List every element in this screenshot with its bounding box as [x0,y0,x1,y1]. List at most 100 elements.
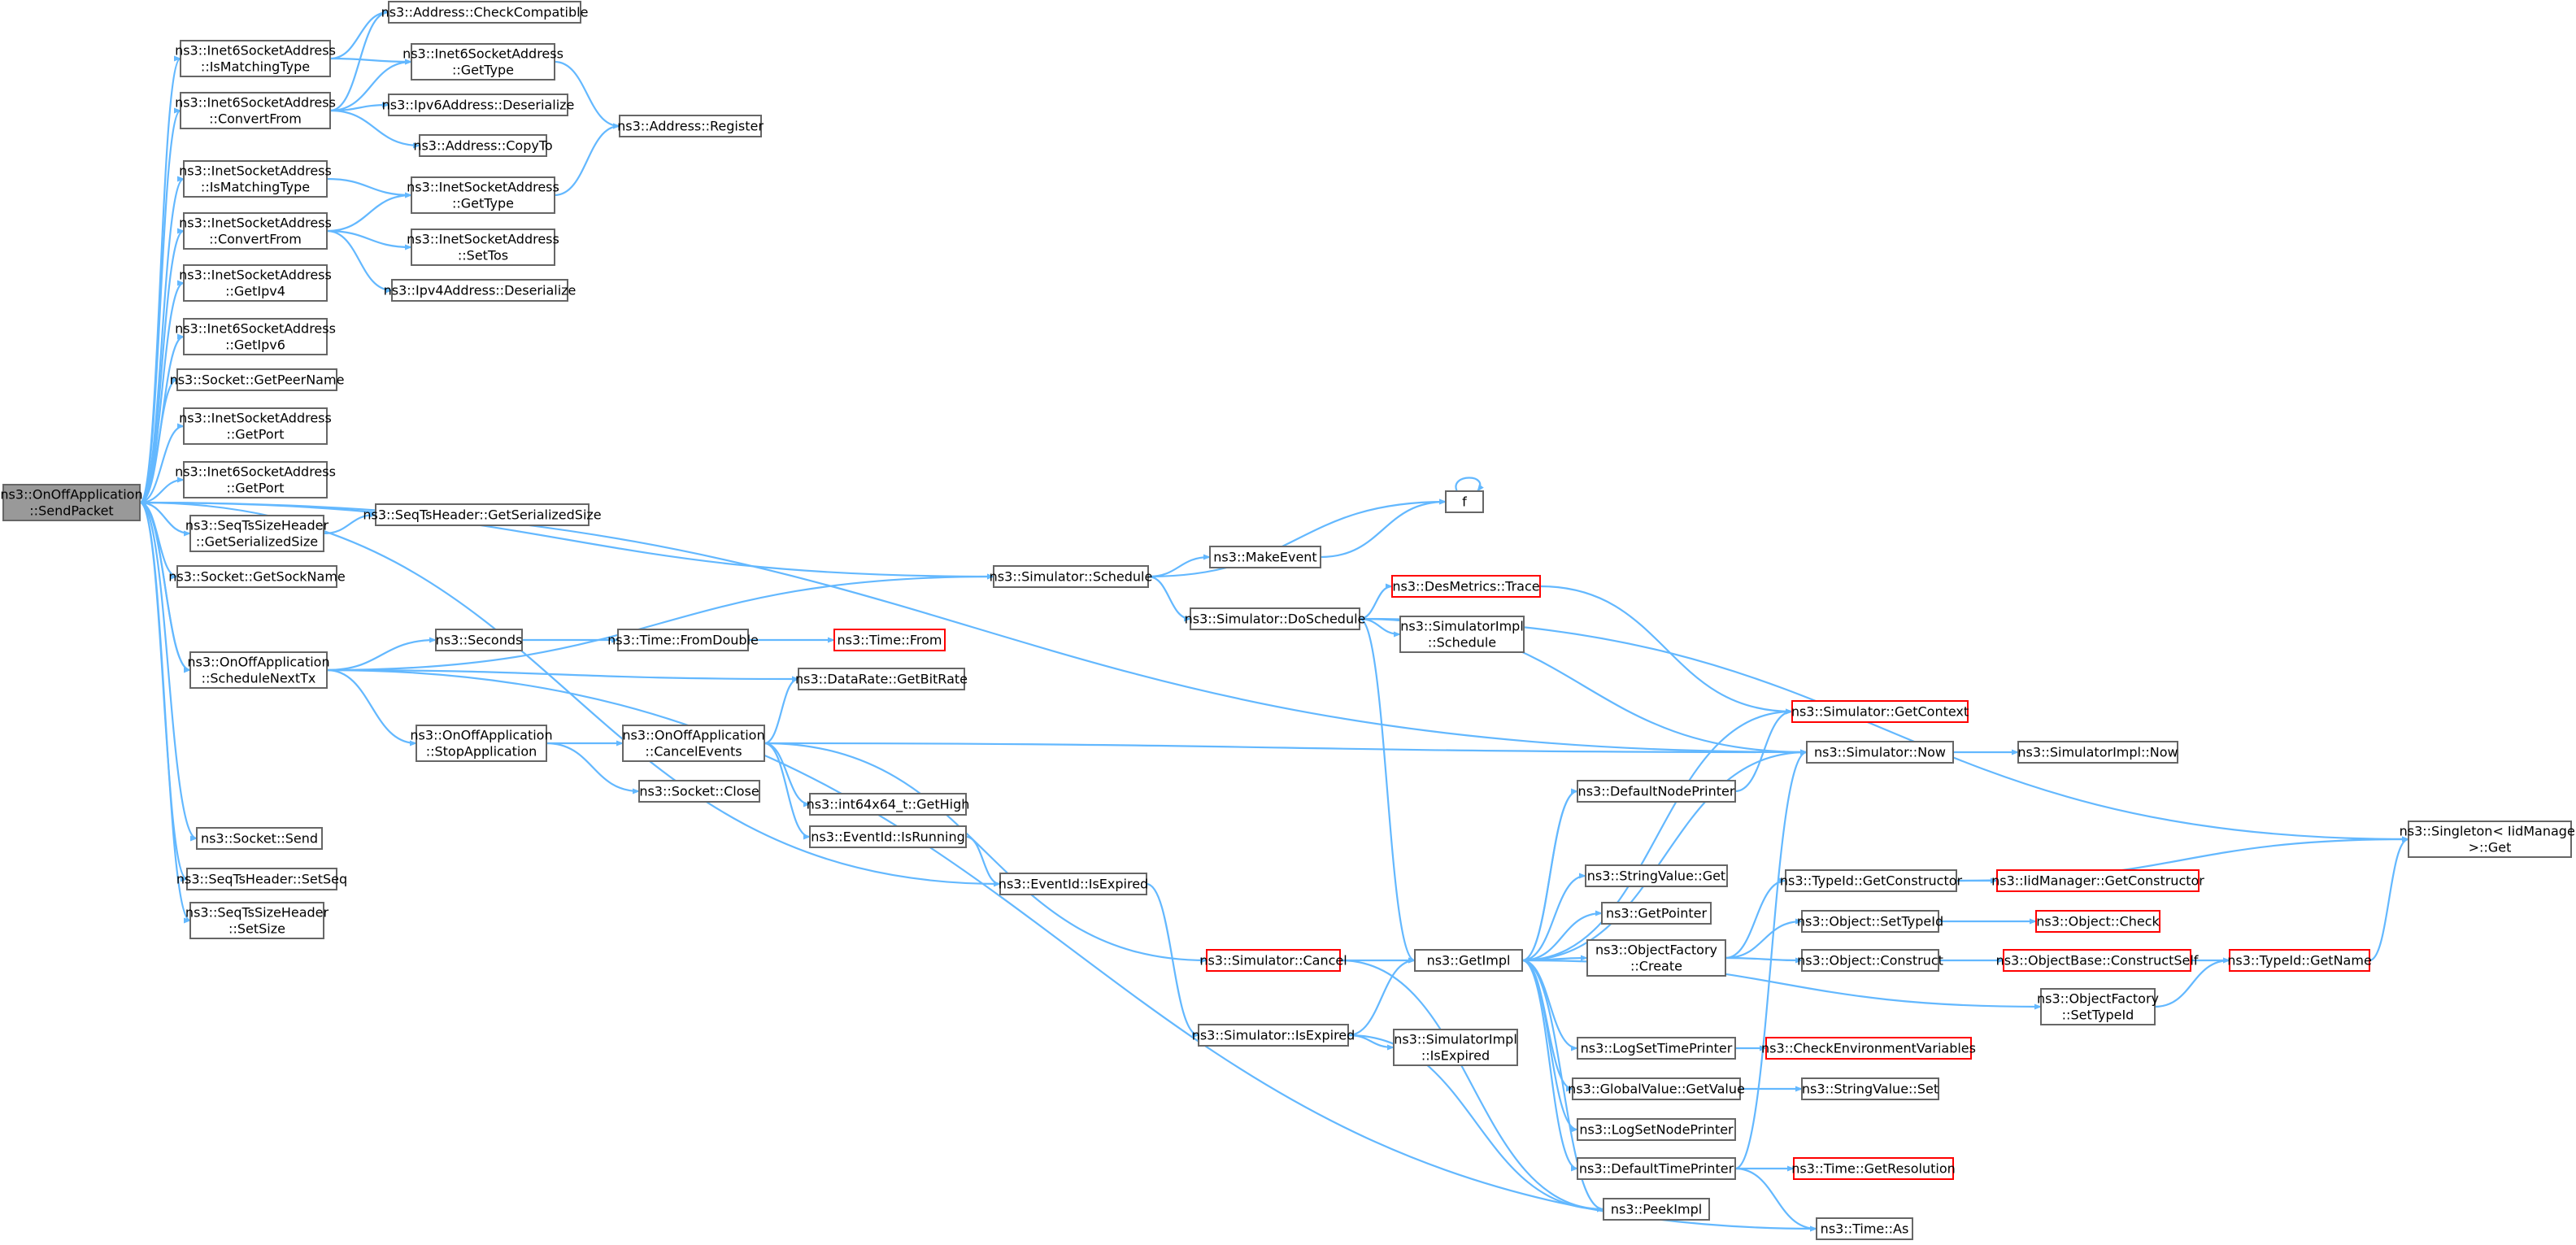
node-label: ns3::Address::CopyTo [413,138,552,154]
node-stringvalue_set[interactable]: ns3::StringValue::Set [1801,1077,1939,1100]
node-box [1399,616,1525,653]
node-box [809,825,967,848]
node-peekimpl[interactable]: ns3::PeekImpl [1603,1198,1710,1221]
node-getpointer[interactable]: ns3::GetPointer [1601,902,1712,925]
node-box [1785,869,1957,892]
node-time_fromdouble[interactable]: ns3::Time::FromDouble [607,629,759,651]
node-seqts_getsize[interactable]: ns3::SeqTsSizeHeader::GetSerializedSize [185,515,329,552]
node-obj_check[interactable]: ns3::Object::Check [2035,910,2160,933]
node-inet_settos[interactable]: ns3::InetSocketAddress::SetTos [407,229,559,266]
node-label: ns3::GlobalValue::GetValue [1568,1082,1745,1097]
node-inet6_gettype[interactable]: ns3::Inet6SocketAddress::GetType [402,43,564,81]
node-objfactory_create[interactable]: ns3::ObjectFactory::Create [1586,939,1726,977]
node-label: ns3::Object::Check [2036,914,2160,929]
node-time_from[interactable]: ns3::Time::From [833,629,946,651]
edge-deftimeprinter-to-time_as [1734,1167,1817,1232]
node-box [391,279,568,302]
node-inet6_convert[interactable]: ns3::Inet6SocketAddress::ConvertFrom [175,92,336,129]
node-addr_checkcompat[interactable]: ns3::Address::CheckCompatible [381,1,589,24]
node-time_getresolution[interactable]: ns3::Time::GetResolution [1791,1157,1956,1180]
node-inet6_ismatch[interactable]: ns3::Inet6SocketAddress::IsMatchingType [175,40,336,77]
node-seqts_setseq[interactable]: ns3::SeqTsHeader::SetSeq [176,868,347,890]
node-label: ns3::IidManager::GetConstructor [1991,873,2204,889]
node-label: ns3::Inet6SocketAddress [175,464,336,480]
node-addr_copyto[interactable]: ns3::Address::CopyTo [413,134,553,157]
node-inet6_getport[interactable]: ns3::Inet6SocketAddress::GetPort [175,461,336,498]
node-globalvalue_getvalue[interactable]: ns3::GlobalValue::GetValue [1568,1077,1745,1100]
node-sim_doschedule[interactable]: ns3::Simulator::DoSchedule [1185,607,1366,630]
node-box [1206,949,1341,972]
node-eventid_isexpired[interactable]: ns3::EventId::IsExpired [999,873,1148,895]
node-eventid_isrunning[interactable]: ns3::EventId::IsRunning [809,825,967,848]
node-logsettimeprinter[interactable]: ns3::LogSetTimePrinter [1577,1037,1736,1060]
node-stringvalue_get[interactable]: ns3::StringValue::Get [1585,864,1728,887]
node-simimpl_schedule[interactable]: ns3::SimulatorImpl::Schedule [1399,616,1525,653]
node-sim_schedule[interactable]: ns3::Simulator::Schedule [990,565,1153,588]
node-typeid_getctor[interactable]: ns3::TypeId::GetConstructor [1780,869,1963,892]
node-label: ::ConvertFrom [209,111,302,127]
node-int64_gethigh[interactable]: ns3::int64x64_t::GetHigh [807,793,970,816]
node-box [419,134,547,157]
node-label: ns3::Simulator::DoSchedule [1185,612,1366,627]
node-datarate[interactable]: ns3::DataRate::GetBitRate [795,668,968,690]
node-sim_now[interactable]: ns3::Simulator::Now [1806,741,1954,764]
node-desmetrics[interactable]: ns3::DesMetrics::Trace [1391,575,1541,598]
edge-getimpl-to-sim_getcontext [1521,708,1793,962]
node-inet6_getipv6[interactable]: ns3::Inet6SocketAddress::GetIpv6 [175,318,336,355]
node-sock_close[interactable]: ns3::Socket::Close [638,780,760,803]
node-onoff_cancel[interactable]: ns3::OnOffApplication::CancelEvents [622,725,765,762]
node-seconds[interactable]: ns3::Seconds [435,629,523,651]
node-sim_isexpired[interactable]: ns3::Simulator::IsExpired [1192,1024,1355,1047]
node-iidmgr_getctor[interactable]: ns3::IidManager::GetConstructor [1991,869,2204,892]
node-root[interactable]: ns3::OnOffApplication::SendPacket [0,484,143,521]
node-ipv6_deser[interactable]: ns3::Ipv6Address::Deserialize [382,94,575,116]
node-sim_cancel[interactable]: ns3::Simulator::Cancel [1199,949,1347,972]
node-box [2040,988,2156,1025]
node-label: ns3::InetSocketAddress [407,232,559,247]
node-getimpl[interactable]: ns3::GetImpl [1414,949,1523,972]
edge-onoff_cancel-to-eventid_isrunning [764,742,811,840]
node-deftimeprinter[interactable]: ns3::DefaultTimePrinter [1577,1157,1736,1180]
node-defnodeprinter[interactable]: ns3::DefaultNodePrinter [1577,780,1736,803]
node-inet_getipv4[interactable]: ns3::InetSocketAddress::GetIpv4 [179,264,332,302]
edge-getimpl-to-deftimeprinter [1521,959,1578,1172]
node-sim_getcontext[interactable]: ns3::Simulator::GetContext [1791,700,1969,723]
node-inet_ismatch[interactable]: ns3::InetSocketAddress::IsMatchingType [179,160,332,198]
node-typeid_getname[interactable]: ns3::TypeId::GetName [2227,949,2372,972]
node-inet_getport[interactable]: ns3::InetSocketAddress::GetPort [179,407,332,445]
node-label: ns3::TypeId::GetName [2227,953,2372,969]
node-time_as[interactable]: ns3::Time::As [1816,1217,1913,1240]
node-makeevent[interactable]: ns3::MakeEvent [1209,546,1321,568]
node-objbase_constructself[interactable]: ns3::ObjectBase::ConstructSelf [1996,949,2199,972]
edge-inet6_convert-to-inet6_gettype [329,59,412,112]
node-sock_send[interactable]: ns3::Socket::Send [196,827,323,850]
node-box [416,725,547,762]
node-sock_getsock[interactable]: ns3::Socket::GetSockName [168,565,346,588]
node-seqtssize_setsize[interactable]: ns3::SeqTsSizeHeader::SetSize [185,902,329,939]
node-simimpl_now[interactable]: ns3::SimulatorImpl::Now [2017,741,2178,764]
node-simimpl_isexpired[interactable]: ns3::SimulatorImpl::IsExpired [1393,1029,1518,1066]
edge-onoff_schednext-to-time_as [326,668,1817,1232]
node-objfactory_settypeid[interactable]: ns3::ObjectFactory::SetTypeId [2037,988,2159,1025]
node-box [2003,949,2191,972]
node-inet_gettype[interactable]: ns3::InetSocketAddress::GetType [407,176,559,214]
node-checkenv[interactable]: ns3::CheckEnvironmentVariables [1761,1037,1976,1060]
node-label: ns3::Object::SetTypeId [1797,914,1943,929]
node-box [1393,1029,1518,1066]
node-sock_getpeer[interactable]: ns3::Socket::GetPeerName [170,368,345,391]
node-seqtsh_getsize[interactable]: ns3::SeqTsHeader::GetSerializedSize [363,503,602,526]
node-onoff_stop[interactable]: ns3::OnOffApplication::StopApplication [410,725,553,762]
node-obj_construct[interactable]: ns3::Object::Construct [1797,949,1943,972]
node-singleton_get[interactable]: ns3::Singleton< IidManager>::Get [2400,821,2576,858]
node-obj_settypeid[interactable]: ns3::Object::SetTypeId [1797,910,1943,933]
node-addr_register[interactable]: ns3::Address::Register [617,115,764,137]
node-label: ns3::Socket::Send [201,831,318,847]
node-inet_convert[interactable]: ns3::InetSocketAddress::ConvertFrom [179,212,332,250]
node-label: ::StopApplication [426,744,537,760]
node-f[interactable]: f [1445,490,1484,513]
node-label: ns3::SeqTsHeader::GetSerializedSize [363,507,601,523]
node-ipv4_deser[interactable]: ns3::Ipv4Address::Deserialize [384,279,577,302]
node-logsetnodeprinter[interactable]: ns3::LogSetNodePrinter [1577,1118,1736,1141]
edge-onoff_schednext-to-onoff_stop [326,668,417,747]
node-onoff_schednext[interactable]: ns3::OnOffApplication::ScheduleNextTx [187,651,330,689]
